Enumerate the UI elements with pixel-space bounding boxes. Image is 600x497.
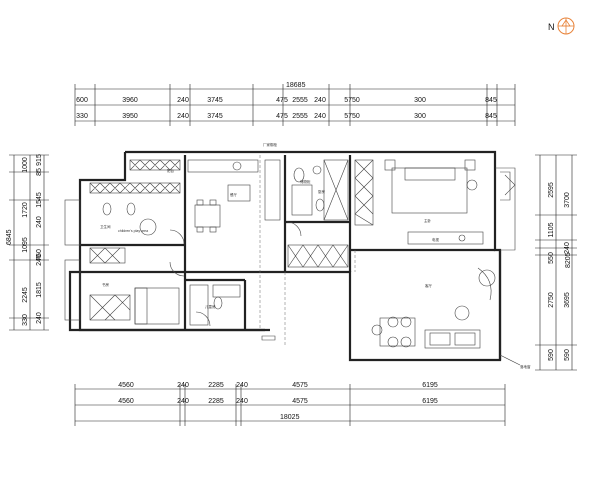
- bottom-dim-row2: 4560: [118, 398, 134, 405]
- right-dim-col1: 2595: [548, 182, 555, 198]
- top-dim-row2: 475: [276, 113, 288, 120]
- interior-walls: [80, 155, 495, 330]
- right-dim-col1: 590: [548, 349, 555, 361]
- left-dim-col2: 1545: [36, 192, 43, 208]
- left-total-dim: 6845: [6, 229, 13, 245]
- top-dim-row2: 845: [485, 113, 497, 120]
- cabinets: [89, 159, 374, 321]
- bottom-dim-row1: 4575: [292, 382, 308, 389]
- left-dim-col1: 1000: [22, 157, 29, 173]
- label-entry: 厂家橱柜: [263, 142, 277, 147]
- right-dim-col1: 1105: [548, 222, 555, 237]
- left-dim-col3: 240: [36, 312, 43, 324]
- right-total-dim: 8205: [565, 252, 572, 268]
- exterior-walls: [68, 150, 516, 362]
- right-dimension-lines: 8205 2595 1105 550 2750 590 3700 240 3695 590: [535, 154, 577, 371]
- label-kitchen: 厨房: [318, 189, 326, 194]
- top-dim-row1: 3745: [207, 97, 223, 104]
- right-dim-col2: 590: [564, 349, 571, 361]
- right-dim-col1: 550: [548, 252, 555, 264]
- top-dim-row1: 300: [414, 97, 426, 104]
- label-living: 客厅: [425, 283, 433, 288]
- left-dim-col3: 85: [36, 168, 43, 176]
- top-dim-row1: 240: [314, 97, 326, 104]
- left-dim-col2: 915: [36, 154, 43, 166]
- left-dim-col3: 240: [36, 254, 43, 266]
- top-dim-row2: 5750: [344, 113, 360, 120]
- furniture: [102, 155, 521, 366]
- left-dim-col1: 1095: [22, 237, 29, 253]
- compass-label: N: [548, 22, 555, 32]
- label-window: 落地窗: [520, 364, 531, 369]
- right-dim-col2: 3700: [564, 192, 571, 208]
- left-dim-col1: 330: [22, 314, 29, 326]
- right-dim-col2: 240: [564, 242, 571, 254]
- left-dim-col2: 1815: [36, 282, 43, 298]
- top-dim-row1: 845: [485, 97, 497, 104]
- top-dim-row1: 2555: [292, 97, 308, 104]
- label-tv: 电视: [432, 237, 440, 242]
- bottom-dim-row1: 240: [236, 382, 248, 389]
- left-dim-col2: 760: [36, 249, 43, 261]
- left-dim-col1: 2245: [22, 287, 29, 303]
- top-dim-row1: 475: [276, 97, 288, 104]
- top-dimension-lines: 18685 600 3960 240 3745 475 2555 240 5750 300 845…: [74, 82, 516, 126]
- bottom-dim-row1: 4560: [118, 382, 134, 389]
- bottom-dimension-lines: 4560 240 2285 240 4575 6195 4560 240 2285 240 457…: [74, 382, 506, 426]
- right-dim-col2: 3695: [564, 292, 571, 308]
- top-dim-row2: 2555: [292, 113, 308, 120]
- top-total-dim: 18685: [286, 82, 306, 89]
- top-dim-row2: 240: [177, 113, 189, 120]
- top-dim-row2: 3950: [122, 113, 138, 120]
- bottom-dim-row1: 6195: [422, 382, 438, 389]
- top-dim-row1: 600: [76, 97, 88, 104]
- label-dining: 餐厅: [230, 192, 237, 197]
- top-dim-row2: 240: [314, 113, 326, 120]
- label-bath1: 卫生间: [100, 224, 111, 229]
- label-cabinet: 储物柜: [300, 179, 311, 184]
- north-compass: N: [548, 17, 575, 35]
- room-labels: 厂家橱柜 餐厅 卫生间 厨房 主卧 客厅 书房 儿童房 阳台 children'…: [100, 142, 531, 369]
- label-child: 儿童房: [205, 304, 216, 309]
- label-play: children's play area: [118, 229, 148, 233]
- bottom-dim-row2: 240: [177, 398, 189, 405]
- bottom-dim-row1: 240: [177, 382, 189, 389]
- top-dim-row2: 3745: [207, 113, 223, 120]
- top-dim-row2: 300: [414, 113, 426, 120]
- bottom-dim-row2: 4575: [292, 398, 308, 405]
- bottom-dim-row2: 6195: [422, 398, 438, 405]
- top-dim-row1: 5750: [344, 97, 360, 104]
- left-dim-col1: 1720: [22, 202, 29, 218]
- bottom-total-dim: 18025: [280, 414, 300, 421]
- left-dim-col3: 240: [36, 216, 43, 228]
- top-dim-row2: 330: [76, 113, 88, 120]
- bottom-dim-row2: 2285: [208, 398, 224, 405]
- label-bedroom: 主卧: [424, 218, 432, 223]
- label-balcony: 阳台: [167, 168, 174, 173]
- bottom-dim-row2: 240: [236, 398, 248, 405]
- bottom-dim-row1: 2285: [208, 382, 224, 389]
- top-dim-row1: 3960: [122, 97, 138, 104]
- right-dim-col1: 2750: [548, 292, 555, 308]
- left-windows: [64, 199, 81, 321]
- top-dim-row1: 240: [177, 97, 189, 104]
- label-study: 书房: [102, 282, 109, 287]
